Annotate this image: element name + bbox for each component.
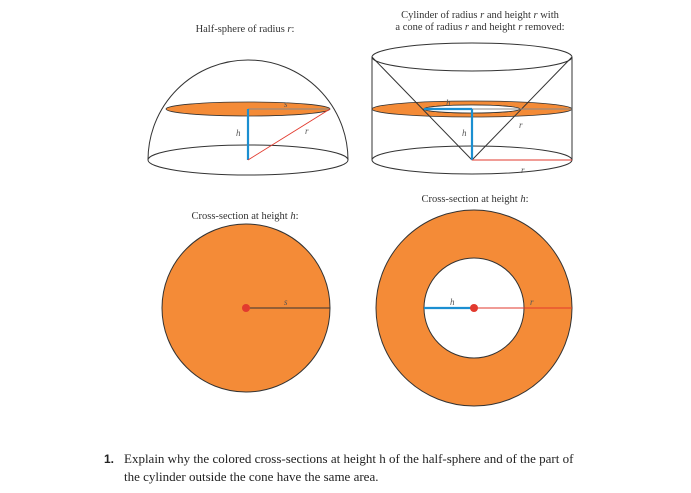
hemisphere-h-label: h (236, 128, 241, 138)
cylinder-caption-l2-b: and height (468, 22, 519, 33)
cylinder-r-base-label: r (521, 165, 525, 175)
hemisphere-caption-suffix: : (291, 24, 295, 35)
disc-cross-section: s (161, 223, 331, 393)
hemisphere-r-label: r (305, 126, 309, 136)
hemisphere-diagram: s h r (147, 59, 349, 176)
cross-right-caption-suffix: : (525, 194, 529, 205)
hemisphere-dome (147, 59, 349, 161)
annulus-center-dot (470, 304, 478, 312)
cylinder-h-side-label: h (462, 128, 467, 138)
question-line1: Explain why the colored cross-sections a… (124, 451, 574, 466)
cross-right-caption-var: h (520, 194, 526, 205)
geometry-figure: s h r h h r r s (147, 42, 573, 407)
disc-center-dot (242, 304, 250, 312)
cylinder-caption-l1-a: Cylinder of radius (401, 10, 481, 21)
cylinder-caption-l2-v2: r (518, 22, 523, 33)
cylinder-caption-l2-c: removed: (522, 22, 565, 33)
cross-right-caption-text: Cross-section at height (421, 194, 521, 205)
hemisphere-caption: Half-sphere of radius r: (170, 24, 320, 36)
cylinder-r-upper-label: r (519, 120, 523, 130)
cylinder-caption-l1-b: and height (484, 10, 534, 21)
cylinder-h-top-label: h (446, 98, 451, 108)
cross-left-caption-text: Cross-section at height (191, 211, 291, 222)
cylinder-caption-line1: Cylinder of radius r and height r with (370, 10, 590, 22)
cylinder-caption-l2-v1: r (464, 22, 469, 33)
exercise-question: 1. Explain why the colored cross-sections… (104, 450, 664, 485)
question-line2: the cylinder outside the cone have the s… (124, 469, 379, 484)
hemisphere-caption-var: r (287, 24, 292, 35)
cylinder-caption-l1-v2: r (533, 10, 538, 21)
hemisphere-s-label: s (284, 99, 288, 109)
hemisphere-r-segment (247, 108, 331, 161)
cylinder-caption-line2: a cone of radius r and height r removed: (370, 22, 590, 34)
cylinder-caption-l2-a: a cone of radius (395, 22, 465, 33)
cross-section-left-caption: Cross-section at height h: (170, 211, 320, 223)
annulus-h-label: h (450, 297, 455, 307)
cylinder-caption-l1-v1: r (480, 10, 485, 21)
cross-section-right-caption: Cross-section at height h: (395, 194, 555, 206)
annulus-cross-section: h r (375, 209, 573, 407)
question-number: 1. (104, 452, 115, 466)
cone-left-slant (371, 56, 473, 161)
cylinder-caption-l1-c: with (537, 10, 559, 21)
cross-left-caption-suffix: : (295, 211, 299, 222)
cross-left-caption-var: h (290, 211, 296, 222)
cylinder-top (371, 42, 573, 72)
disc-s-label: s (284, 297, 288, 307)
cone-right-slant (471, 56, 573, 161)
annulus-r-label: r (530, 297, 534, 307)
hemisphere-caption-text: Half-sphere of radius (195, 24, 288, 35)
cylinder-caption: Cylinder of radius r and height r with a… (370, 10, 590, 34)
cylinder-diagram: h h r r (371, 42, 573, 175)
